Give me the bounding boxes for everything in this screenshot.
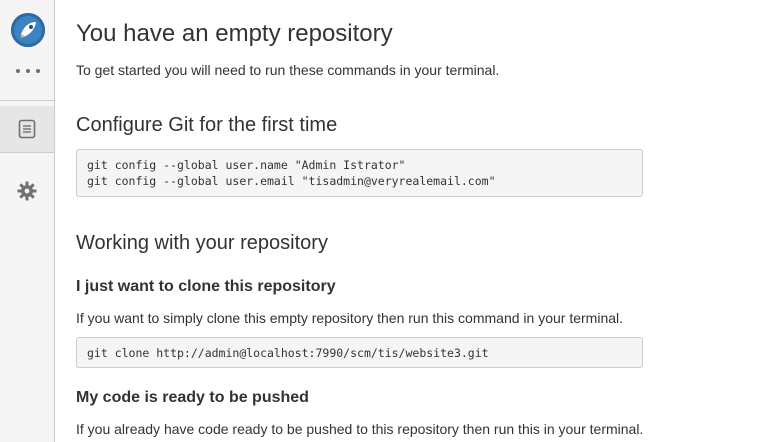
document-icon <box>18 119 36 139</box>
push-heading: My code is ready to be pushed <box>76 389 309 406</box>
configure-code-block[interactable]: git config --global user.name "Admin Ist… <box>76 149 643 197</box>
clone-code-block[interactable]: git clone http://admin@localhost:7990/sc… <box>76 337 643 368</box>
working-heading: Working with your repository <box>76 232 328 254</box>
sidebar-item-source[interactable] <box>0 106 54 152</box>
clone-heading: I just want to clone this repository <box>76 278 336 295</box>
push-text: If you already have code ready to be pus… <box>76 421 644 437</box>
clone-text: If you want to simply clone this empty r… <box>76 310 624 326</box>
page-title: You have an empty repository <box>76 20 393 47</box>
stash-logo-icon[interactable] <box>11 13 45 47</box>
code-line: git config --global user.name "Admin Ist… <box>87 158 406 172</box>
gear-icon <box>17 181 37 201</box>
sidebar <box>0 0 55 442</box>
code-line: git clone http://admin@localhost:7990/sc… <box>87 346 489 360</box>
more-icon[interactable] <box>16 63 40 79</box>
sidebar-divider <box>0 100 54 101</box>
sidebar-divider <box>0 152 54 153</box>
code-line: git config --global user.email "tisadmin… <box>87 174 496 188</box>
configure-heading: Configure Git for the first time <box>76 114 338 136</box>
sidebar-item-settings[interactable] <box>0 168 54 214</box>
intro-text: To get started you will need to run thes… <box>76 62 500 78</box>
